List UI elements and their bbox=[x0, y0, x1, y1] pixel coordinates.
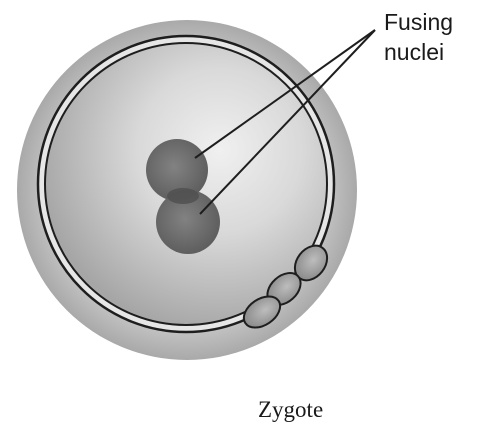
diagram-caption: Zygote bbox=[258, 397, 323, 422]
nuclei-junction bbox=[167, 188, 199, 204]
fusing-nuclei-label-line1: Fusing bbox=[384, 9, 453, 35]
fusing-nuclei-label-line2: nuclei bbox=[384, 39, 444, 65]
